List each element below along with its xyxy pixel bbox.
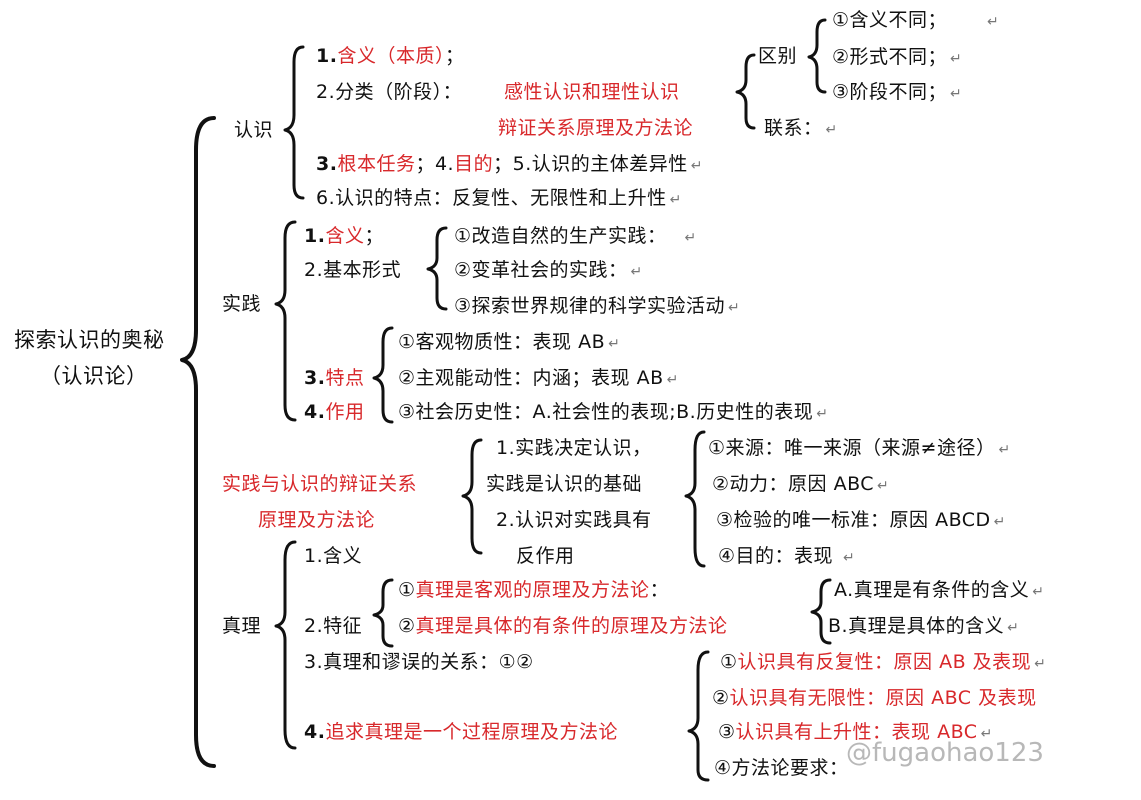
pursuit-brace: [687, 650, 710, 782]
truth-item-2: 2.特征: [304, 615, 363, 637]
relation-role-4: ④目的：表现↵: [718, 545, 856, 567]
diff-brace: [807, 18, 827, 94]
truth-feature-2: ②真理是具体的有条件的原理及方法论: [398, 615, 728, 637]
pursuit-item-2: ②认识具有无限性：原因 ABC 及表现: [712, 687, 1037, 709]
practice-brace: [274, 220, 297, 422]
diff-item-2: ②形式不同；↵: [832, 46, 963, 68]
truth-ab-brace: [810, 578, 832, 645]
root-brace: [180, 116, 216, 768]
truth-feature-1: ①真理是客观的原理及方法论：: [398, 579, 670, 601]
feature-item-1: ①客观物质性：表现 AB↵: [398, 331, 621, 353]
pursuit-item-4: ④方法论要求：: [714, 757, 849, 779]
decide-brace: [684, 430, 706, 568]
cognition-item-1: 1.含义（本质）；: [316, 45, 465, 67]
link-label: 联系：↵: [764, 117, 838, 139]
diff-link-brace: [735, 53, 756, 130]
truth-item-3: 3.真理和谬误的关系：①②: [304, 651, 534, 673]
cognition-item-6: 6.认识的特点：反复性、无限性和上升性↵: [316, 187, 682, 209]
relation-role-3: ③检验的唯一标准：原因 ABCD↵: [716, 509, 1006, 531]
relation-role-1: ①来源：唯一来源（来源≠途径）↵: [708, 437, 1011, 459]
relation-brace: [461, 438, 483, 555]
root-subtitle: （认识论）: [40, 364, 148, 388]
form-item-2: ②变革社会的实践：↵: [454, 259, 643, 281]
relation-role-2: ②动力：原因 ABC↵: [712, 473, 890, 495]
diff-label: 区别: [758, 45, 798, 67]
practice-item-3: 3.特点: [304, 367, 365, 389]
truth-item-4: 4.追求真理是一个过程原理及方法论: [304, 721, 618, 743]
form-item-3: ③探索世界规律的科学实验活动↵: [454, 295, 741, 317]
diff-item-3: ③阶段不同；↵: [832, 81, 963, 103]
diff-item-1: ①含义不同；↵: [832, 9, 1000, 31]
cognition-item-2-red1: 感性认识和理性认识: [504, 81, 680, 103]
truth-feature-a: A.真理是有条件的含义↵: [834, 579, 1045, 601]
pursuit-item-1: ①认识具有反复性：原因 AB 及表现↵: [720, 651, 1047, 673]
forms-brace: [426, 226, 448, 311]
relation-point-1a: 1.实践决定认识，: [496, 437, 652, 459]
feature-item-2: ②主观能动性：内涵；表现 AB↵: [398, 367, 679, 389]
features-brace: [372, 326, 394, 424]
practice-item-2: 2.基本形式: [304, 259, 402, 281]
cognition-item-3-5: 3.根本任务；4.目的；5.认识的主体差异性↵: [316, 153, 703, 175]
relation-point-1b: 实践是认识的基础: [486, 473, 643, 495]
root-title: 探索认识的奥秘: [14, 328, 165, 352]
truth-brace: [274, 540, 297, 750]
cognition-label: 认识: [234, 119, 274, 141]
relation-label-2: 原理及方法论: [258, 509, 376, 531]
cognition-brace: [283, 45, 305, 200]
watermark: @fugaohao123: [846, 738, 1044, 768]
relation-label-1: 实践与认识的辩证关系: [222, 473, 418, 495]
practice-item-1: 1.含义；: [304, 225, 384, 247]
truth-label: 真理: [222, 615, 262, 637]
cognition-item-2-red2: 辩证关系原理及方法论: [498, 117, 694, 139]
truth-feature-brace: [372, 578, 394, 648]
feature-item-3: ③社会历史性：A.社会性的表现;B.历史性的表现↵: [398, 401, 829, 423]
form-item-1: ①改造自然的生产实践：↵: [454, 225, 697, 247]
relation-point-2b: 反作用: [516, 545, 575, 567]
cognition-item-2: 2.分类（阶段）：: [316, 81, 463, 103]
practice-item-4: 4.作用: [304, 401, 365, 423]
truth-item-1: 1.含义: [304, 545, 363, 567]
truth-feature-b: B.真理是具体的含义↵: [828, 615, 1020, 637]
relation-point-2a: 2.认识对实践具有: [496, 509, 652, 531]
practice-label: 实践: [222, 293, 262, 315]
pursuit-item-3: ③认识具有上升性：表现 ABC↵: [718, 721, 993, 743]
